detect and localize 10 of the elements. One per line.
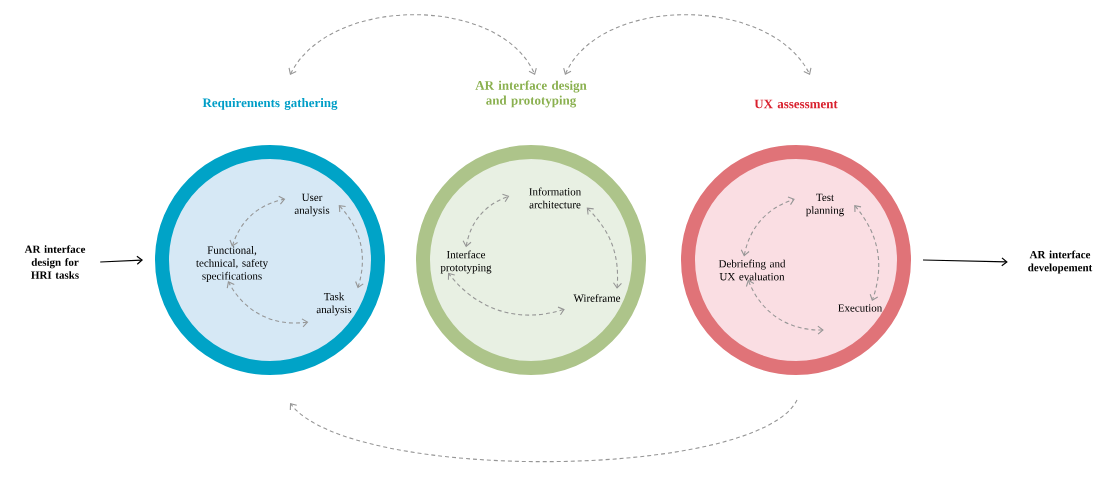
flow-label: AR interface design for HRI tasks (24, 245, 86, 279)
arrow (99, 255, 143, 265)
stage-heading: AR interface design and prototyping (475, 80, 587, 108)
stage-heading: Requirements gathering (202, 98, 338, 110)
arrow (288, 14, 537, 75)
arrow (922, 257, 1008, 267)
stage-heading: UX assessment (754, 99, 838, 109)
arrow (563, 14, 812, 75)
arrow (289, 399, 798, 463)
flow-label: AR interface developement (1028, 250, 1093, 274)
